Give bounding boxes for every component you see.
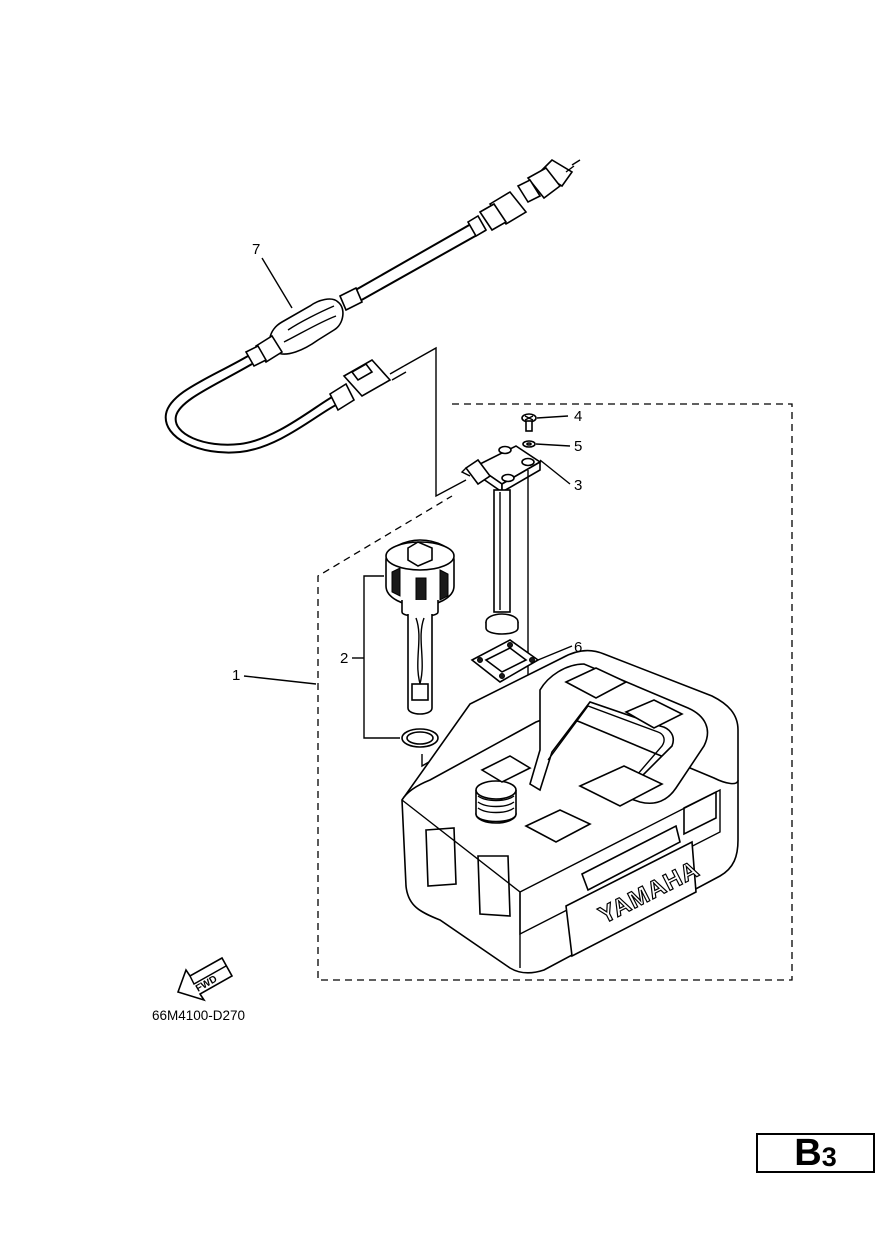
filler-cap-assembly [363, 539, 495, 780]
tank-side-connector [328, 358, 407, 412]
tank-filler-neck [475, 780, 517, 824]
callout-4: 4 [574, 408, 582, 425]
primer-bulb [244, 298, 344, 368]
washer [522, 440, 536, 448]
callout-2: 2 [340, 650, 348, 667]
callout-6: 6 [574, 639, 582, 656]
section-letter: B [794, 1132, 822, 1174]
callout-7: 7 [252, 241, 260, 258]
tank-assembly-boundary [317, 403, 793, 981]
callout-5: 5 [574, 438, 582, 455]
screw [521, 413, 537, 432]
forward-arrow-icon: FWD [176, 956, 234, 1002]
engine-side-connector [478, 158, 581, 232]
fuel-hose-assembly [164, 158, 581, 498]
section-number: 3 [821, 1141, 837, 1172]
diagram-reference-code: 66M4100-D270 [152, 1008, 246, 1023]
fuel-tank-body: YAMAHA [401, 649, 739, 974]
section-label: B 3 [756, 1133, 875, 1173]
callout-1: 1 [232, 667, 240, 684]
callout-3: 3 [574, 477, 582, 494]
leader-lines [243, 257, 573, 685]
